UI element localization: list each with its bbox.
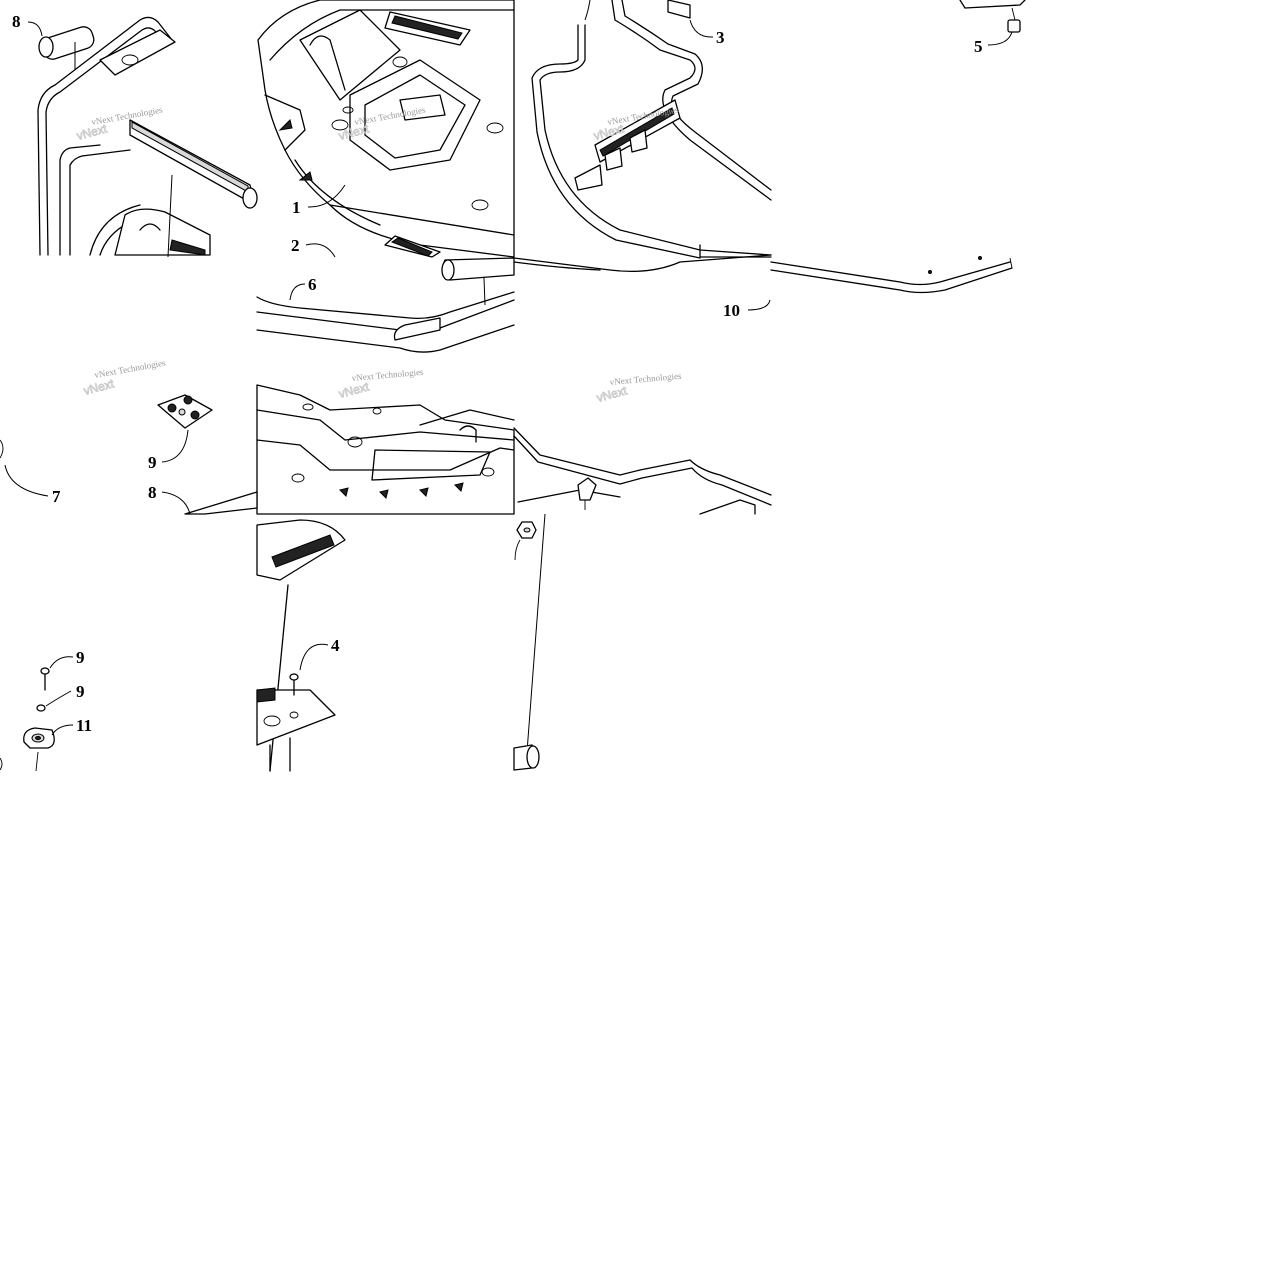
flange-nut-part: [514, 521, 537, 561]
frame-bar-drawing: [513, 427, 772, 515]
callout-2: 2: [291, 236, 300, 255]
tube-part: [513, 513, 546, 771]
lower-rail-drawing: [256, 257, 515, 353]
rack-base-drawing: [256, 384, 515, 515]
screw-part: [289, 673, 299, 696]
side-bar-drawing: [513, 0, 772, 272]
callout-labels: 8 1 2 3 5 6 10 7 9 8 9 9 11 4: [12, 12, 983, 735]
bolt-part: [40, 667, 50, 691]
watermark-tile-6: vNext vNext Technologies: [337, 367, 425, 402]
svg-text:vNext Technologies: vNext Technologies: [94, 358, 167, 380]
watermark-tile-8: vNext vNext Technologies: [82, 358, 167, 399]
nut-part: [1007, 7, 1021, 33]
callout-9-b: 9: [76, 648, 85, 667]
side-plate-drawing: [256, 519, 346, 772]
callout-6: 6: [308, 275, 317, 294]
rack-top-panel-drawing: [257, 0, 515, 258]
callout-8: 8: [12, 12, 21, 31]
watermark-tile-7: vNext vNext Technologies: [595, 371, 683, 406]
callout-7: 7: [52, 487, 61, 506]
callout-8-b: 8: [148, 483, 157, 502]
callout-leaders: [4, 0, 1013, 736]
svg-text:vNext Technologies: vNext Technologies: [351, 367, 424, 383]
callout-3: 3: [716, 28, 725, 47]
long-rod-drawing: [770, 256, 1013, 294]
front-rack-bar-drawing: [37, 16, 211, 256]
top-right-frame-drawing: [959, 0, 1026, 9]
svg-text:vNext Technologies: vNext Technologies: [91, 105, 164, 127]
callout-11: 11: [76, 716, 92, 735]
hand-grip-part: [38, 26, 95, 60]
bracket-plate-part: [157, 394, 213, 429]
grommet-plate-part: [0, 727, 55, 772]
callout-10: 10: [723, 301, 740, 320]
rack-grip-plate-part: [384, 235, 441, 258]
foot-rail-end-part: [0, 439, 258, 515]
foot-rail-part: [129, 119, 258, 209]
svg-text:vNext Technologies: vNext Technologies: [609, 371, 682, 387]
svg-text:vNext: vNext: [82, 376, 116, 398]
callout-9-c: 9: [76, 682, 85, 701]
callout-5: 5: [974, 37, 983, 56]
callout-1: 1: [292, 198, 301, 217]
washer-part: [36, 704, 46, 712]
callout-4: 4: [331, 636, 340, 655]
callout-9: 9: [148, 453, 157, 472]
